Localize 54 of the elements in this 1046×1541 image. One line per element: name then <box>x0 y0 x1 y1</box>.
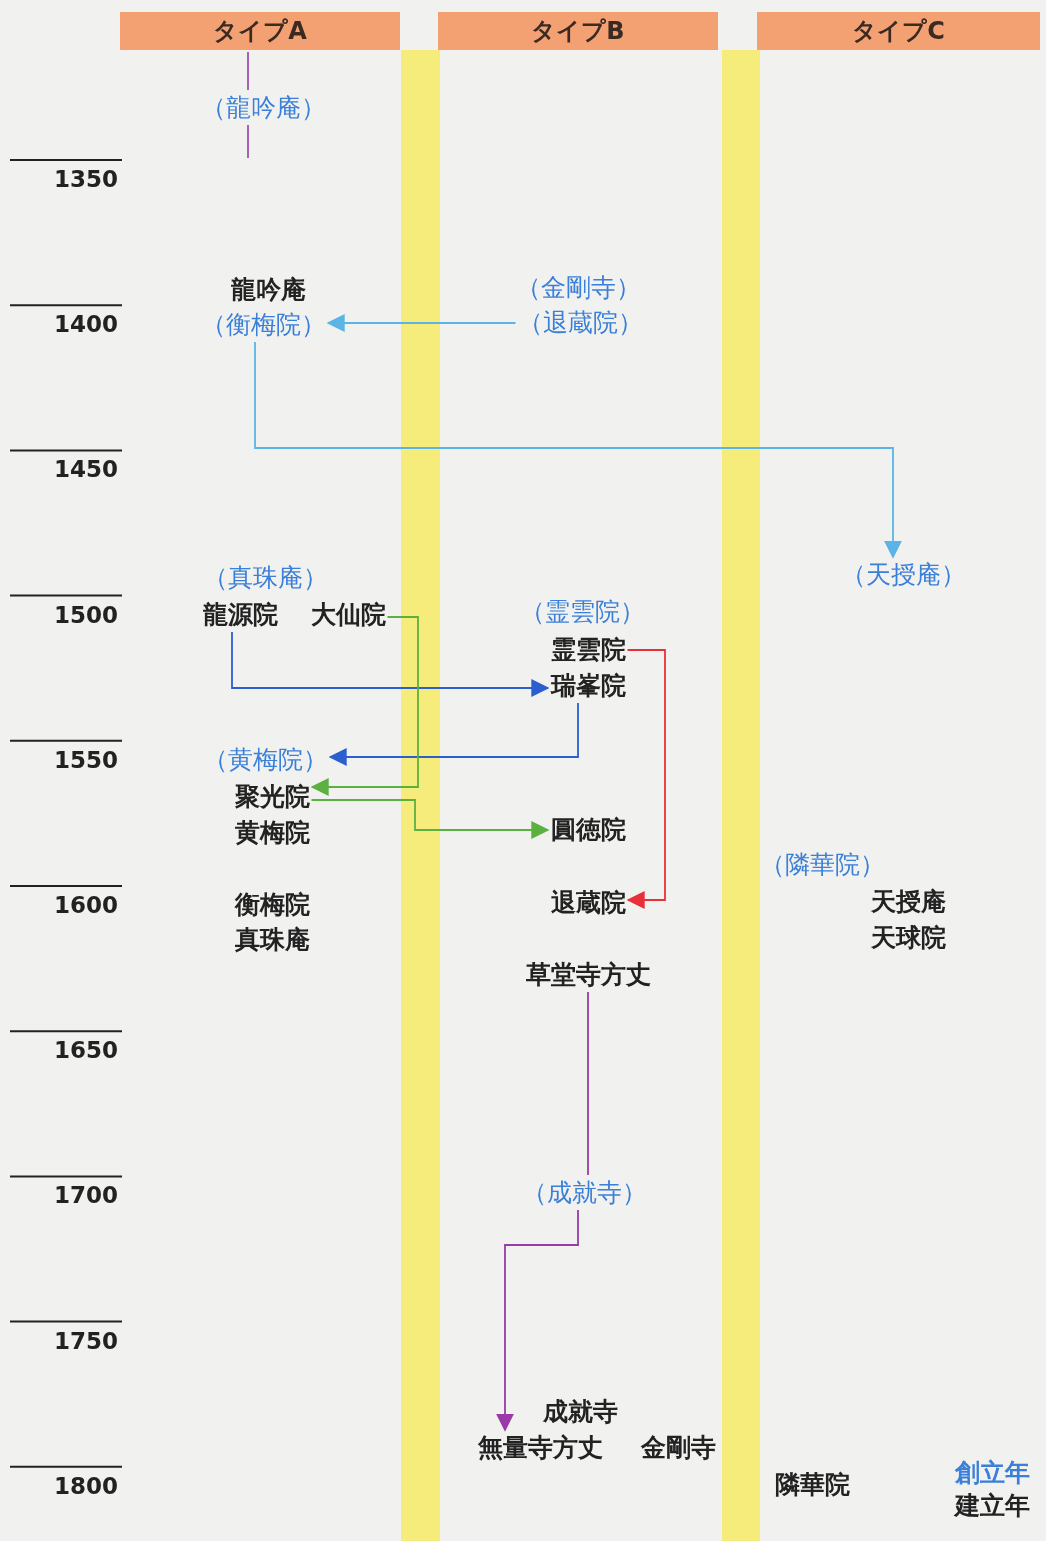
founding-name: （霊雲院） <box>519 597 645 627</box>
connector-line <box>247 51 249 91</box>
year-label: 1500 <box>53 601 118 628</box>
founding-name: （成就寺） <box>521 1178 647 1208</box>
temple-name: 退蔵院 <box>550 888 626 918</box>
founding-name: （天授庵） <box>840 560 966 590</box>
temple-name: 霊雲院 <box>550 635 626 665</box>
year-label: 1600 <box>53 892 118 918</box>
founding-name: （隣華院） <box>759 850 885 880</box>
founding-name: （衡梅院） <box>200 310 326 340</box>
founding-name: （金剛寺） <box>515 273 641 303</box>
founding-name: （真珠庵） <box>202 563 328 593</box>
column-header: タイプB <box>438 12 718 50</box>
temple-name: 無量寺方丈 <box>477 1433 603 1463</box>
temple-name: 隣華院 <box>774 1470 850 1500</box>
temple-name: 真珠庵 <box>234 925 310 955</box>
temple-name: 圓徳院 <box>550 815 626 845</box>
arrow <box>328 702 579 766</box>
temple-name: 龍吟庵 <box>230 275 306 305</box>
founding-name: （黄梅院） <box>202 745 328 775</box>
arrow <box>496 1209 579 1432</box>
arrow <box>231 631 550 697</box>
temple-name: 衡梅院 <box>234 890 310 920</box>
arrow <box>626 649 666 909</box>
temple-name: 金剛寺 <box>640 1433 716 1463</box>
temple-name: 天球院 <box>870 923 946 953</box>
arrow <box>310 616 419 796</box>
temple-name: 大仙院 <box>310 600 386 630</box>
temple-name: 聚光院 <box>234 782 310 812</box>
year-label: 1750 <box>53 1327 118 1354</box>
year-label: 1550 <box>53 746 118 773</box>
column-header: タイプC <box>757 12 1040 50</box>
year-label: 1450 <box>53 456 118 483</box>
year-label: 1650 <box>53 1037 118 1064</box>
founding-name: （退蔵院） <box>517 308 643 338</box>
connector-line <box>587 991 589 1176</box>
arrow <box>326 314 517 332</box>
temple-name: 成就寺 <box>542 1397 618 1427</box>
year-label: 1800 <box>53 1472 118 1499</box>
year-label: 1400 <box>53 311 118 338</box>
arrow <box>310 799 550 839</box>
temple-name: 黄梅院 <box>234 818 310 848</box>
arrow <box>254 341 902 559</box>
year-label: 1700 <box>53 1182 118 1209</box>
temple-name: 瑞峯院 <box>550 671 626 701</box>
year-label: 1350 <box>53 166 118 192</box>
temple-name: 草堂寺方丈 <box>525 960 651 990</box>
legend-entry: 創立年 <box>954 1456 1030 1489</box>
connector-line <box>247 124 249 159</box>
temple-name: 天授庵 <box>870 887 946 917</box>
founding-name: （龍吟庵） <box>200 93 326 123</box>
column-header: タイプA <box>120 12 400 50</box>
temple-name: 龍源院 <box>202 600 278 630</box>
legend-entry: 建立年 <box>954 1489 1030 1522</box>
